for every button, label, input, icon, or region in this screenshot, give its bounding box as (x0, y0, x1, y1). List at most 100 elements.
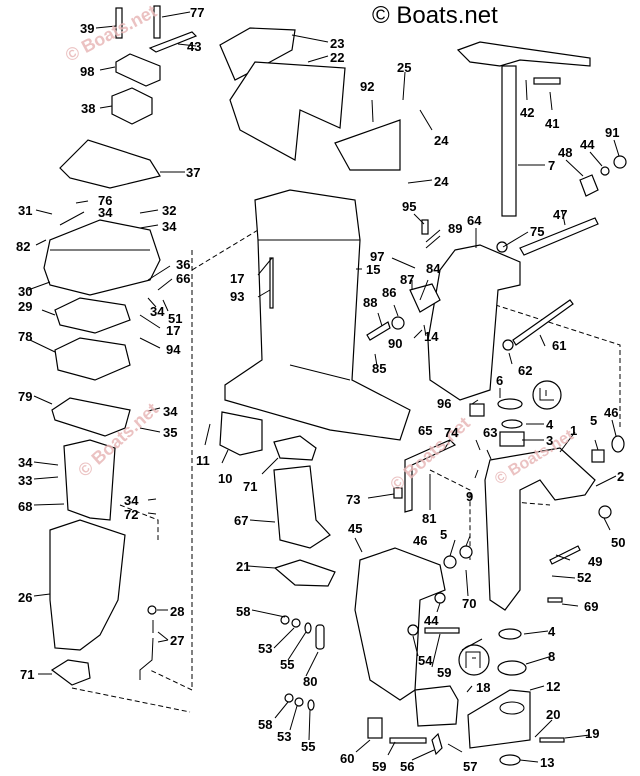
gasket-21 (273, 559, 336, 587)
gasket-79 (51, 397, 131, 437)
callout-35: 35 (163, 425, 178, 440)
cover-25 (334, 119, 401, 171)
callout-24: 24 (434, 174, 449, 189)
callout-69: 69 (584, 599, 599, 614)
callout-98: 98 (80, 64, 95, 79)
bushing-5-right (591, 449, 605, 463)
callout-65: 65 (418, 423, 433, 438)
callout-18: 18 (476, 680, 491, 695)
callout-67: 67 (234, 513, 249, 528)
callout-41: 41 (545, 116, 560, 131)
callout-7: 7 (548, 158, 556, 173)
callout-62: 62 (518, 363, 533, 378)
callout-53: 53 (258, 641, 273, 656)
rod-61 (512, 299, 574, 346)
callout-38: 38 (81, 101, 96, 116)
leader-lines (27, 11, 620, 763)
callout-28: 28 (170, 604, 185, 619)
swivel-bracket-64 (427, 244, 521, 401)
screw-69 (547, 597, 563, 603)
callout-55: 55 (280, 657, 295, 672)
callout-34: 34 (162, 219, 177, 234)
bushing-75 (496, 241, 508, 253)
tube-68 (63, 439, 116, 521)
callout-37: 37 (186, 165, 201, 180)
exhaust-housing-15 (224, 189, 411, 441)
stern-bracket-45 (354, 547, 446, 701)
clip-56 (431, 732, 443, 756)
lever-84 (409, 283, 441, 313)
callout-1: 1 (570, 423, 578, 438)
bolt-41 (533, 77, 561, 85)
callout-77: 77 (190, 5, 205, 20)
bushing-58-upper (280, 615, 290, 625)
bolt-19 (539, 737, 565, 743)
bushing-50 (598, 505, 612, 519)
bracket-98 (115, 53, 161, 87)
cover-22 (229, 61, 346, 161)
block-18 (414, 685, 459, 727)
callout-8: 8 (548, 649, 556, 664)
callout-6: 6 (496, 373, 504, 388)
callout-64: 64 (467, 213, 482, 228)
callout-88: 88 (363, 295, 378, 310)
cover-10 (219, 411, 263, 456)
callout-53: 53 (277, 729, 292, 744)
callout-46: 46 (604, 405, 619, 420)
callout-79: 79 (18, 389, 33, 404)
callout-25: 25 (397, 60, 412, 75)
callout-24: 24 (434, 133, 449, 148)
cover-23 (219, 27, 296, 81)
stern-bracket-1 (484, 447, 596, 611)
nut-53-lower (294, 697, 304, 707)
callout-10: 10 (218, 471, 233, 486)
callout-97: 97 (370, 249, 385, 264)
seal-4-upper (501, 419, 523, 429)
callout-63: 63 (483, 425, 498, 440)
nut-53-upper (291, 618, 301, 628)
callout-78: 78 (18, 329, 33, 344)
callout-46: 46 (413, 533, 428, 548)
callout-3: 3 (546, 433, 554, 448)
plug-73 (393, 487, 403, 499)
callout-84: 84 (426, 261, 441, 276)
adapter-plate-30 (43, 219, 161, 296)
callout-58: 58 (258, 717, 273, 732)
callout-57: 57 (463, 759, 478, 774)
steering-tube-7 (501, 65, 517, 217)
callout-5: 5 (590, 413, 598, 428)
callout-48: 48 (558, 145, 573, 160)
callout-71: 71 (243, 479, 258, 494)
callout-54: 54 (418, 653, 433, 668)
washer-46-right (611, 435, 625, 453)
bushing-3 (499, 431, 525, 447)
washer-46-left (443, 555, 457, 569)
callout-59: 59 (372, 759, 387, 774)
callout-43: 43 (187, 39, 202, 54)
callout-76: 76 (98, 193, 113, 208)
module-38 (111, 87, 153, 125)
assembly-line-right (479, 299, 621, 430)
callout-31: 31 (18, 203, 33, 218)
pin-49 (549, 545, 581, 565)
callout-92: 92 (360, 79, 375, 94)
nut-91 (613, 155, 627, 169)
callout-27: 27 (170, 633, 185, 648)
callout-21: 21 (236, 559, 251, 574)
washer-44 (600, 166, 610, 176)
gasket-71-mid (273, 435, 317, 461)
tube-47 (519, 217, 599, 256)
callout-20: 20 (546, 707, 561, 722)
callout-5: 5 (440, 527, 448, 542)
callout-59: 59 (437, 665, 452, 680)
callout-74: 74 (444, 425, 459, 440)
callout-73: 73 (346, 492, 361, 507)
screw-77 (153, 5, 161, 39)
tube-67 (273, 465, 331, 549)
callout-47: 47 (553, 207, 568, 222)
callout-50: 50 (611, 535, 626, 550)
callout-94: 94 (166, 342, 181, 357)
boats-net-watermark: © Boats.net (372, 2, 498, 29)
callout-36: 36 (176, 257, 191, 272)
link-80 (315, 624, 325, 650)
